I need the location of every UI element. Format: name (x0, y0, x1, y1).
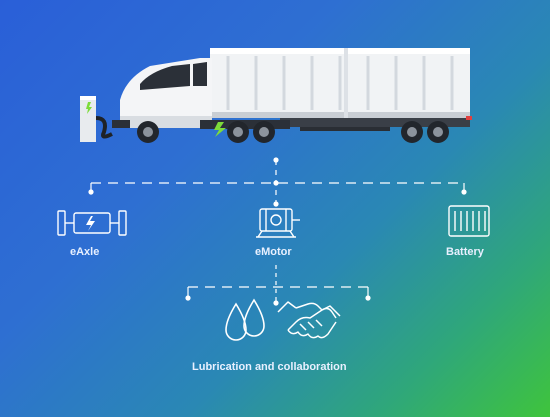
electric-truck-illustration (80, 48, 472, 143)
eaxle-icon (57, 210, 127, 236)
oil-drops-icon (225, 298, 265, 341)
battery-label: Battery (446, 246, 484, 258)
battery-icon (448, 205, 490, 237)
lubrication-label: Lubrication and collaboration (192, 361, 347, 373)
eaxle-label: eAxle (70, 246, 100, 258)
emotor-icon (256, 208, 300, 238)
emotor-label: eMotor (255, 246, 292, 258)
handshake-icon (277, 301, 341, 339)
connector-dots (88, 157, 467, 306)
